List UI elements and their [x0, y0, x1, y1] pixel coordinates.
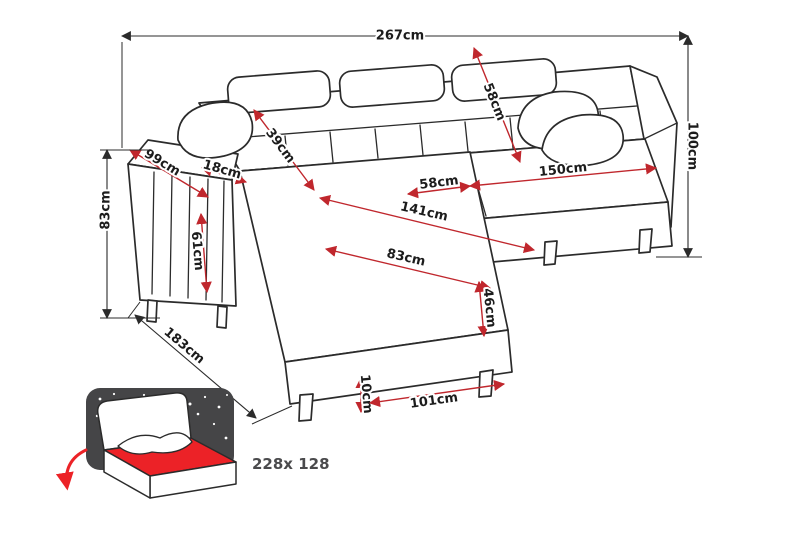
sofa-bed-night-icon	[55, 388, 237, 499]
dim-line-183	[134, 314, 257, 419]
dim-line-150	[468, 163, 658, 191]
dim-line-83-chaise	[324, 245, 492, 292]
bed-side-face	[103, 449, 151, 499]
pillow-left	[177, 101, 254, 159]
dim-label-46: 46cm	[479, 288, 498, 329]
dim-label-101: 101cm	[409, 390, 459, 412]
dim-line-99	[129, 149, 209, 198]
right-armrest-edge	[643, 122, 678, 140]
chaise-front-face	[284, 329, 513, 405]
dim-label-58-seat: 58cm	[419, 173, 460, 193]
dim-label-10: 10cm	[357, 374, 375, 415]
dim-label-150: 150cm	[538, 160, 588, 180]
dim-line-18	[200, 165, 248, 185]
sofa-drawing	[127, 58, 678, 422]
fold-out-arrow-icon	[55, 448, 88, 491]
dim-line-101	[368, 379, 506, 408]
dim-line-141	[318, 194, 536, 254]
ext-bottom-183	[251, 405, 293, 425]
sleeping-area-label: 228x 128	[252, 455, 330, 473]
left-armrest-panel	[127, 163, 237, 307]
dim-line-39	[253, 109, 315, 191]
dim-label-61: 61cm	[188, 231, 206, 272]
dim-line-58-backrest	[472, 46, 522, 164]
dim-line-46	[474, 280, 489, 338]
dim-label-100: 100cm	[685, 122, 700, 170]
dim-line-58-seat	[406, 181, 472, 199]
dim-label-183: 183cm	[161, 325, 208, 368]
dim-label-267: 267cm	[376, 29, 424, 44]
headrest-middle	[338, 64, 446, 108]
dim-label-83-side: 83cm	[99, 190, 114, 229]
chaise-top	[239, 151, 509, 363]
ext-top-183	[127, 301, 141, 319]
bed-duvet	[117, 432, 193, 455]
dim-line-61	[196, 212, 212, 294]
